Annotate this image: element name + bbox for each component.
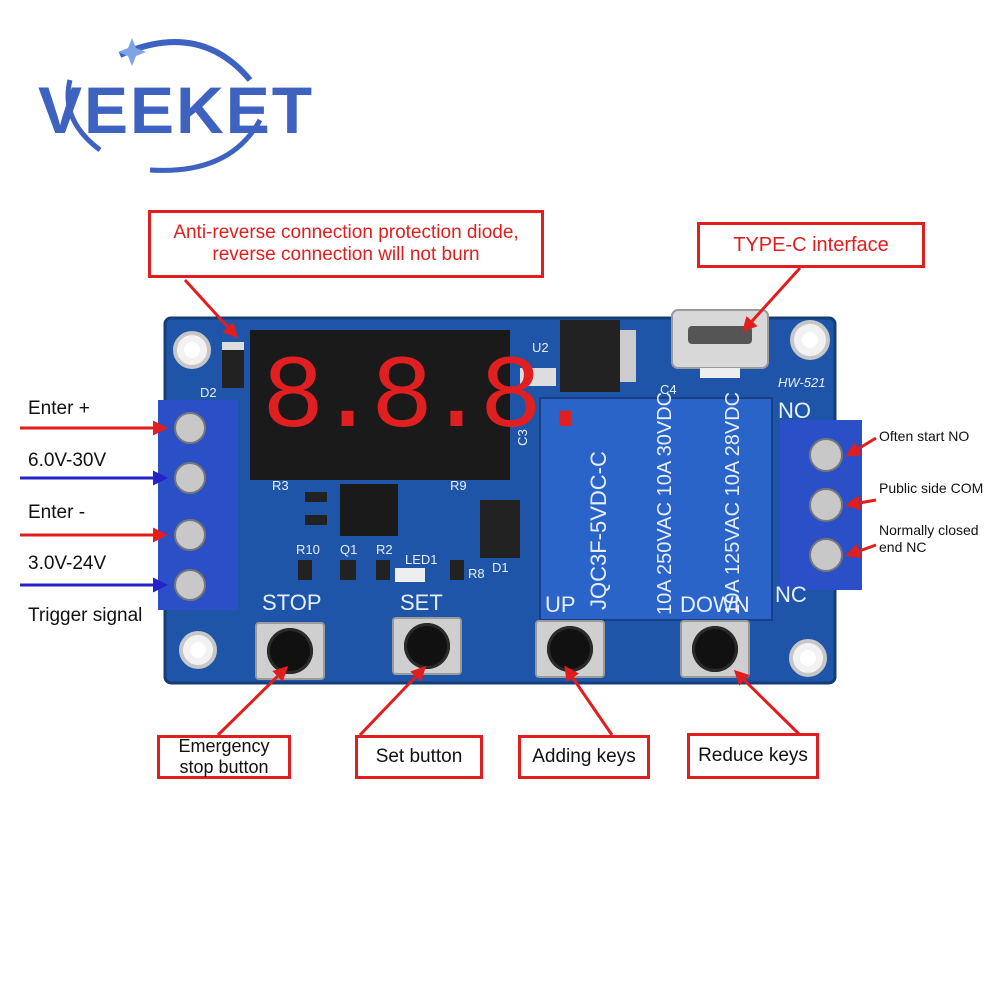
seven-segment-display xyxy=(250,330,510,480)
logo-text: VEEKET xyxy=(38,73,315,147)
down-button[interactable] xyxy=(692,626,738,672)
type-c-callout: TYPE-C interface xyxy=(697,222,925,268)
board-model: HW-521 xyxy=(778,375,826,390)
diode-callout: Anti-reverse connection protection diode… xyxy=(148,210,544,278)
silk-r9: R9 xyxy=(450,478,467,493)
silk-d2: D2 xyxy=(200,385,217,400)
silk-up: UP xyxy=(545,592,576,617)
label-trigger-voltage: 3.0V-24V xyxy=(28,553,107,574)
silk-stop: STOP xyxy=(262,590,322,615)
silk-no: NO xyxy=(778,398,811,423)
label-often-start-no: Often start NO xyxy=(879,428,970,444)
silk-down: DOWN xyxy=(680,592,750,617)
silk-d1: D1 xyxy=(492,560,509,575)
silk-led1: LED1 xyxy=(405,552,438,567)
label-enter-minus: Enter - xyxy=(28,502,86,523)
silk-r8: R8 xyxy=(468,566,485,581)
silk-r10: R10 xyxy=(296,542,320,557)
display-digits: 8.8.8. xyxy=(262,340,596,458)
emergency-callout: Emergency stop button xyxy=(157,735,291,779)
logo-swoosh-icon xyxy=(65,38,263,173)
silk-r2: R2 xyxy=(376,542,393,557)
silk-c4: C4 xyxy=(660,382,677,397)
silk-q1: Q1 xyxy=(340,542,358,557)
set-button[interactable] xyxy=(404,623,450,669)
silk-r3: R3 xyxy=(272,478,289,493)
silk-nc: NC xyxy=(775,582,807,607)
reduce-callout: Reduce keys xyxy=(687,733,819,779)
adding-callout: Adding keys xyxy=(518,735,650,779)
label-trigger-signal: Trigger signal xyxy=(28,605,143,626)
relay xyxy=(540,398,772,620)
label-power-voltage: 6.0V-30V xyxy=(28,450,107,471)
set-callout: Set button xyxy=(355,735,483,779)
silk-set: SET xyxy=(400,590,443,615)
up-button[interactable] xyxy=(547,626,593,672)
label-normally-closed-nc: Normally closed end NC xyxy=(879,522,979,555)
silk-u2: U2 xyxy=(532,340,549,355)
label-public-side-com: Public side COM xyxy=(879,480,984,496)
label-enter-plus: Enter + xyxy=(28,398,90,419)
brand-logo: VEEKET xyxy=(0,0,320,190)
